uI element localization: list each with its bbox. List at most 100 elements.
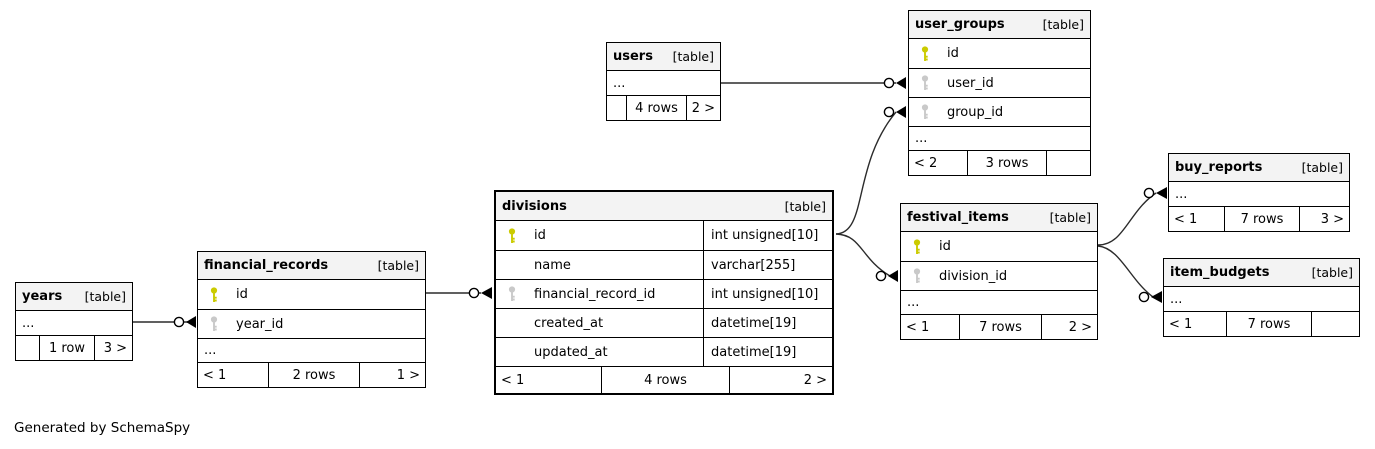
column-row: updated_at datetime[19] — [496, 337, 832, 366]
column-type: datetime[19] — [711, 344, 797, 360]
table-header: user_groups [table] — [909, 11, 1090, 39]
column-name: created_at — [534, 315, 604, 331]
table-divisions[interactable]: divisions [table] id int unsigned[10] na… — [494, 190, 834, 395]
relationship-line-festivalitems-buyreports — [1097, 192, 1157, 246]
footer-row-count: 4 rows — [626, 96, 686, 120]
table-footer: < 1 7 rows — [1164, 311, 1359, 336]
footer-row-count: 7 rows — [959, 315, 1041, 339]
ellipsis-row: ... — [607, 71, 720, 95]
column-row: id — [901, 232, 1097, 261]
column-name-cell: user_id — [909, 69, 1090, 97]
table-header: users [table] — [607, 43, 720, 71]
table-name: item_budgets — [1170, 265, 1270, 280]
relationship-line-divisions-usergroups — [835, 111, 897, 235]
primary-key-icon — [507, 227, 517, 244]
footer-parents — [607, 96, 626, 120]
relationship-line-festivalitems-itembudgets — [1097, 245, 1154, 298]
column-name-cell: updated_at — [496, 338, 704, 366]
table-footer: 1 row 3 > — [16, 335, 132, 360]
column-type: int unsigned[10] — [711, 286, 819, 302]
footer-row-count: 1 row — [39, 336, 94, 360]
column-type: int unsigned[10] — [711, 228, 819, 243]
crowfoot-arrow — [1151, 291, 1162, 303]
relationship-line-divisions-festivalitems — [835, 233, 891, 277]
column-name-cell: group_id — [909, 98, 1090, 126]
table-name: user_groups — [915, 17, 1005, 32]
table-tag: [table] — [377, 258, 419, 273]
column-name: group_id — [947, 104, 1004, 120]
table-footer: < 1 4 rows 2 > — [496, 366, 832, 393]
table-tag: [table] — [1301, 160, 1343, 175]
footer-children — [1311, 312, 1359, 336]
table-festival-items[interactable]: festival_items [table] id division_id ..… — [900, 203, 1098, 340]
footer-children: 2 > — [1041, 315, 1097, 339]
column-name: updated_at — [534, 344, 608, 360]
table-name: financial_records — [204, 258, 329, 273]
column-name: id — [947, 46, 959, 61]
footer-parents — [16, 336, 39, 360]
table-tag: [table] — [1042, 17, 1084, 32]
table-footer: < 1 2 rows 1 > — [198, 362, 425, 387]
zero-or-more-circle — [1138, 291, 1150, 303]
ellipsis-row: ... — [1169, 182, 1349, 206]
table-tag: [table] — [672, 49, 714, 64]
zero-or-more-circle — [1143, 187, 1155, 199]
column-name-cell: financial_record_id — [496, 280, 704, 308]
footer-children: 2 > — [686, 96, 720, 120]
table-tag: [table] — [784, 198, 826, 214]
column-name: name — [534, 257, 571, 273]
ellipsis-label: ... — [1175, 186, 1188, 202]
ellipsis-label: ... — [915, 131, 928, 146]
zero-or-more-circle — [173, 316, 185, 328]
ellipsis-label: ... — [22, 315, 35, 331]
foreign-key-icon — [507, 286, 517, 303]
column-name-cell: created_at — [496, 309, 704, 337]
column-row: id int unsigned[10] — [496, 221, 832, 250]
footer-row-count: 2 rows — [268, 363, 359, 387]
table-users[interactable]: users [table] ... 4 rows 2 > — [606, 42, 721, 121]
table-tag: [table] — [1311, 265, 1353, 280]
table-name: users — [613, 49, 653, 64]
footer-row-count: 7 rows — [1224, 207, 1299, 231]
footer-parents: < 1 — [1169, 316, 1193, 332]
footer-children: 1 > — [359, 363, 425, 387]
column-name: id — [534, 228, 546, 243]
table-user-groups[interactable]: user_groups [table] id user_id — [908, 10, 1091, 176]
column-row: user_id — [909, 68, 1090, 97]
table-footer: < 1 7 rows 3 > — [1169, 206, 1349, 231]
column-name: id — [236, 287, 248, 302]
footer-children: 3 > — [94, 336, 132, 360]
footer-parents: < 1 — [501, 372, 525, 388]
column-name-cell: year_id — [198, 310, 425, 338]
crowfoot-arrow — [186, 316, 196, 328]
ellipsis-row: ... — [901, 290, 1097, 314]
ellipsis-label: ... — [907, 295, 920, 310]
footer-parents: < 2 — [914, 155, 938, 171]
column-row: id — [198, 280, 425, 309]
footer-row-count: 3 rows — [967, 151, 1046, 175]
table-years[interactable]: years [table] ... 1 row 3 > — [15, 282, 133, 361]
foreign-key-icon — [912, 268, 922, 285]
foreign-key-icon — [209, 316, 219, 333]
table-footer: < 2 3 rows — [909, 150, 1090, 175]
table-tag: [table] — [1049, 210, 1091, 225]
primary-key-icon — [920, 45, 930, 62]
column-name: id — [939, 239, 951, 254]
table-name: buy_reports — [1175, 160, 1263, 175]
table-header: buy_reports [table] — [1169, 154, 1349, 182]
column-type: varchar[255] — [711, 257, 796, 273]
table-item-budgets[interactable]: item_budgets [table] ... < 1 7 rows — [1163, 258, 1360, 337]
footer-row-count: 7 rows — [1226, 312, 1311, 336]
table-header: festival_items [table] — [901, 204, 1097, 232]
column-name: financial_record_id — [534, 286, 656, 302]
column-row: division_id — [901, 261, 1097, 290]
table-financial-records[interactable]: financial_records [table] id year_id ... — [197, 251, 426, 388]
column-row: created_at datetime[19] — [496, 308, 832, 337]
column-name-cell: name — [496, 251, 704, 279]
zero-or-more-circle — [883, 106, 895, 118]
crowfoot-arrow — [481, 287, 492, 299]
table-buy-reports[interactable]: buy_reports [table] ... < 1 7 rows 3 > — [1168, 153, 1350, 232]
table-header: item_budgets [table] — [1164, 259, 1359, 287]
zero-or-more-circle — [468, 287, 480, 299]
